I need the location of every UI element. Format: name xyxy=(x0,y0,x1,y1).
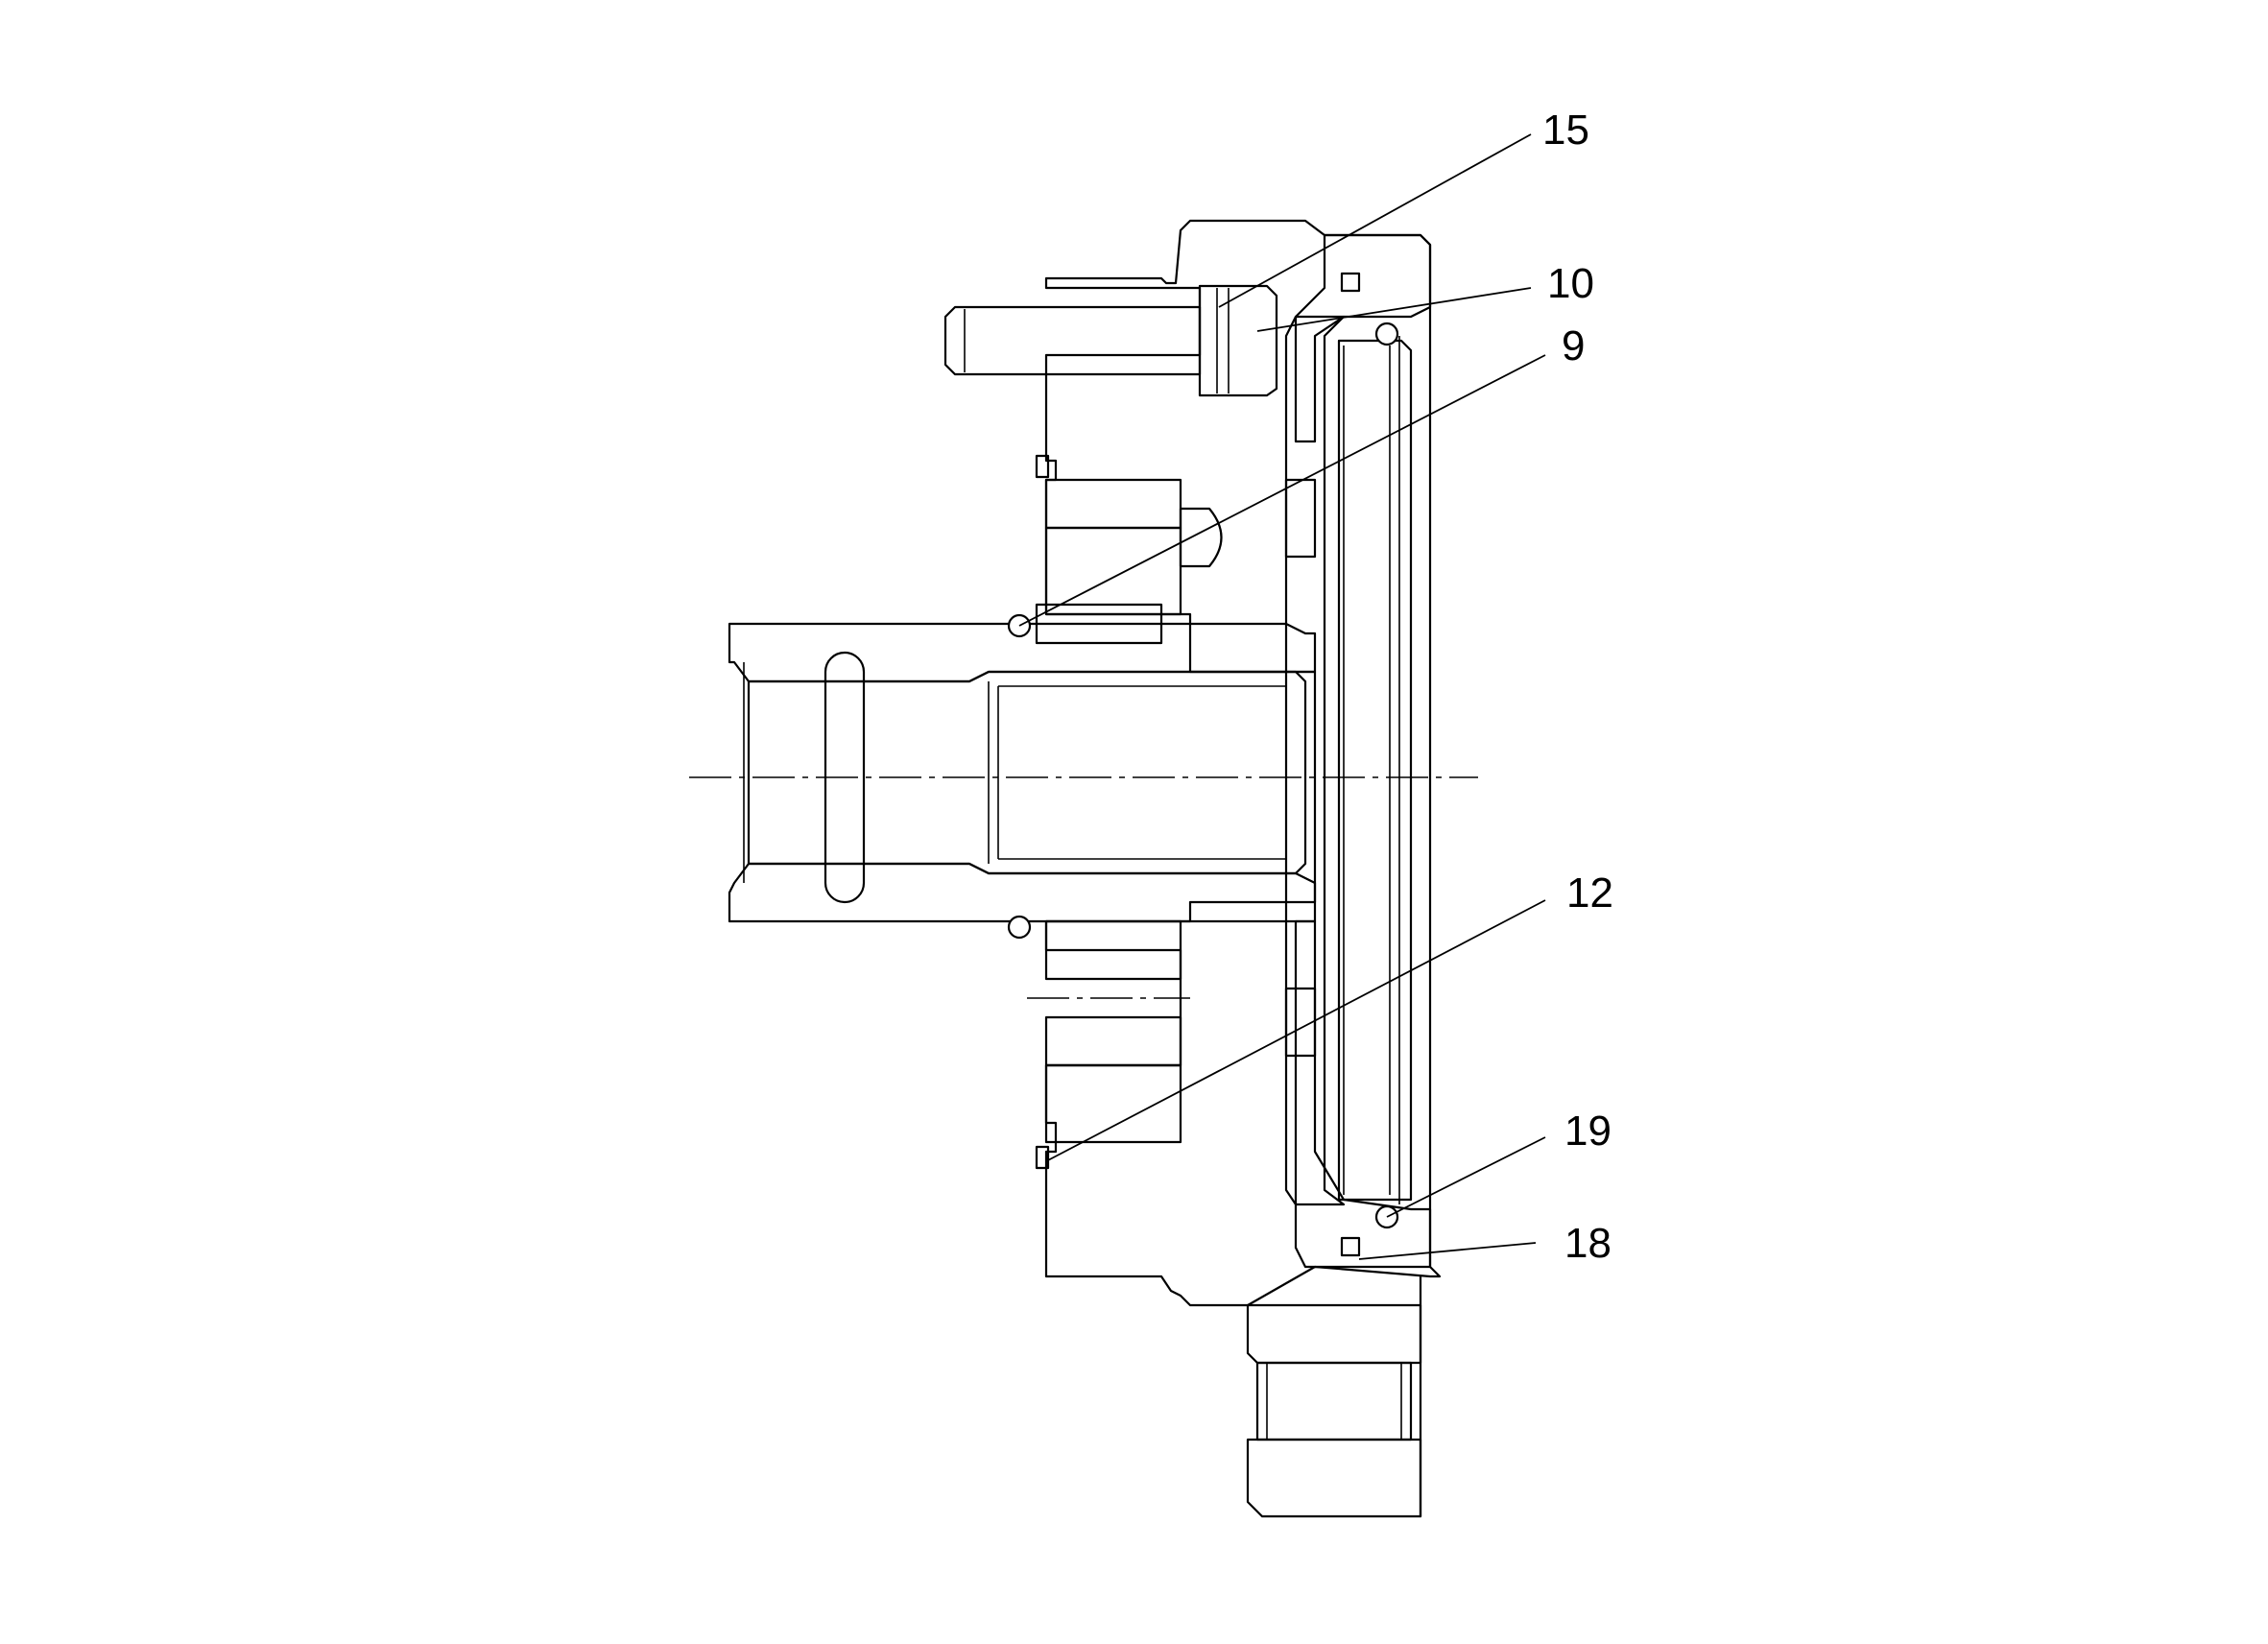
label-18: 18 xyxy=(1564,1220,1611,1267)
label-10: 10 xyxy=(1547,260,1594,307)
flange-ring xyxy=(1294,233,1432,1269)
label-9: 9 xyxy=(1562,322,1585,369)
lower-insert xyxy=(1027,919,1190,1144)
bolt xyxy=(943,284,1278,397)
bottom-foot xyxy=(1246,1275,1422,1518)
keyways xyxy=(1035,272,1361,1257)
label-12: 12 xyxy=(1566,870,1613,917)
oring-9-lower xyxy=(1007,915,1032,940)
leader-lines xyxy=(1018,133,1546,1260)
oring-19-upper xyxy=(1374,322,1399,346)
label-19: 19 xyxy=(1564,1108,1611,1155)
hollow-shaft xyxy=(728,622,1317,923)
label-15: 15 xyxy=(1542,107,1589,154)
upper-insert xyxy=(1035,478,1223,645)
